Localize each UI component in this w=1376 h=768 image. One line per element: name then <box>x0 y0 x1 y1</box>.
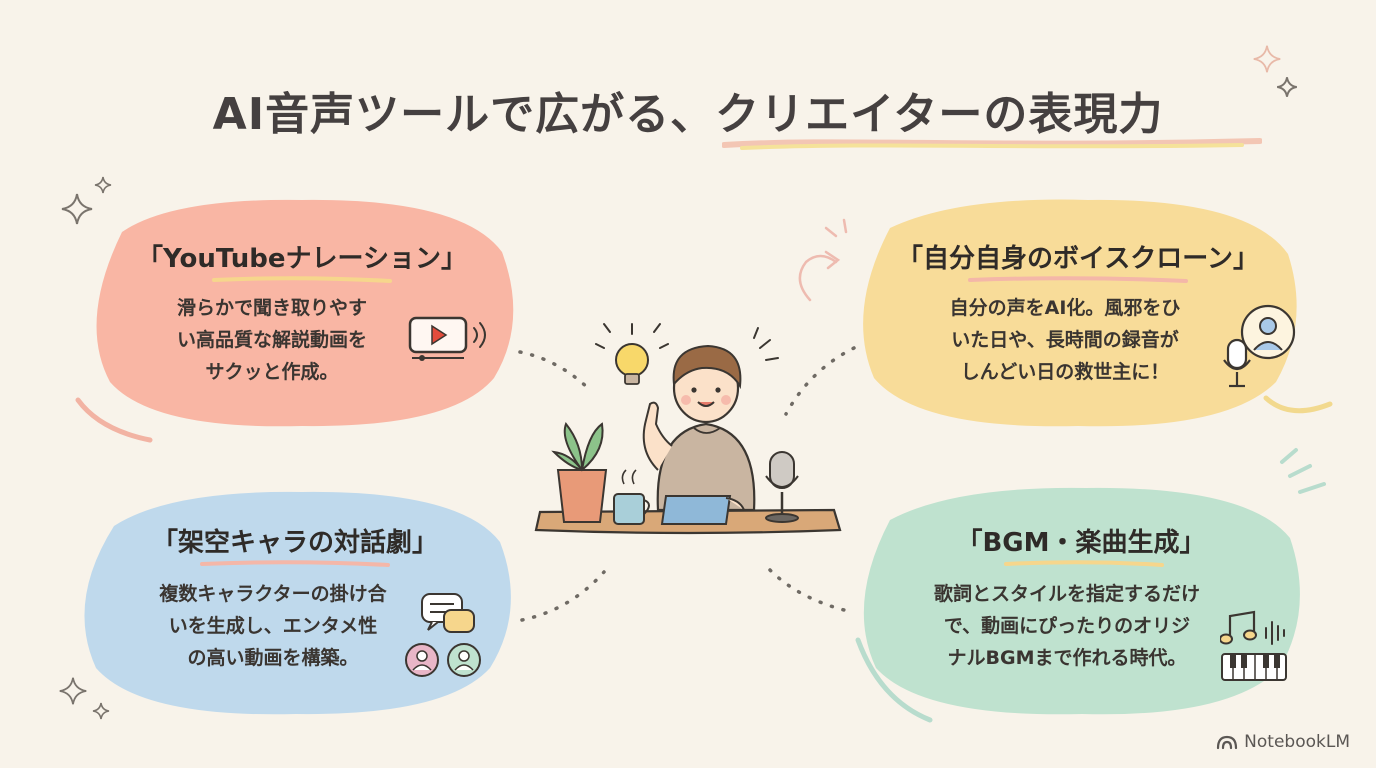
sparkle-icon <box>92 702 110 720</box>
bgm-generation-card: 「BGM・楽曲生成」 歌詞とスタイルを指定するだけ で、動画にぴったりのオリジ … <box>850 480 1312 720</box>
card-title: 「架空キャラの対話劇」 <box>151 528 438 558</box>
notebooklm-logo-icon <box>1217 735 1238 750</box>
character-drama-card: 「架空キャラの対話劇」 複数キャラクターの掛け合 いを生成し、エンタメ性 の高い… <box>70 484 520 720</box>
title-highlight <box>1004 560 1164 567</box>
sparkle-icon <box>61 193 93 225</box>
card-title: 「YouTubeナレーション」 <box>137 244 467 274</box>
sparkle-icon <box>1253 45 1281 73</box>
card-description: 複数キャラクターの掛け合 いを生成し、エンタメ性 の高い動画を構築。 <box>159 583 387 669</box>
title-highlight <box>968 276 1188 283</box>
brand-label: NotebookLM <box>1244 732 1350 752</box>
card-title: 「BGM・楽曲生成」 <box>956 528 1206 558</box>
title-underline <box>722 138 1262 150</box>
chat-characters-icon <box>405 593 481 677</box>
music-piano-icon <box>1220 610 1287 681</box>
card-description: 歌詞とスタイルを指定するだけ で、動画にぴったりのオリジ ナルBGMまで作れる時… <box>933 583 1200 669</box>
sparkle-icon <box>94 176 112 194</box>
notebooklm-brand: NotebookLM <box>1216 732 1350 752</box>
creator-at-desk-illustration <box>534 323 842 535</box>
card-description: 自分の声をAI化。風邪をひ いた日や、長時間の録音が しんどい日の救世主に！ <box>949 297 1181 383</box>
card-description: 滑らかで聞き取りやす い高品質な解説動画を サクッと作成。 <box>176 297 367 383</box>
title-highlight <box>212 276 392 283</box>
voice-clone-card: 「自分自身のボイスクローン」 自分の声をAI化。風邪をひ いた日や、長時間の録音… <box>848 192 1308 432</box>
sparkle-icon <box>59 677 87 705</box>
video-play-icon <box>408 316 486 361</box>
youtube-narration-card: 「YouTubeナレーション」 滑らかで聞き取りやす い高品質な解説動画を サク… <box>82 192 522 432</box>
microphone-user-icon <box>1223 304 1296 388</box>
title-highlight <box>200 560 390 567</box>
sparkle-icon <box>1277 77 1297 97</box>
card-title: 「自分自身のボイスクローン」 <box>897 244 1259 274</box>
page-title: AI音声ツールで広がる、クリエイターの表現力 <box>212 89 1164 140</box>
